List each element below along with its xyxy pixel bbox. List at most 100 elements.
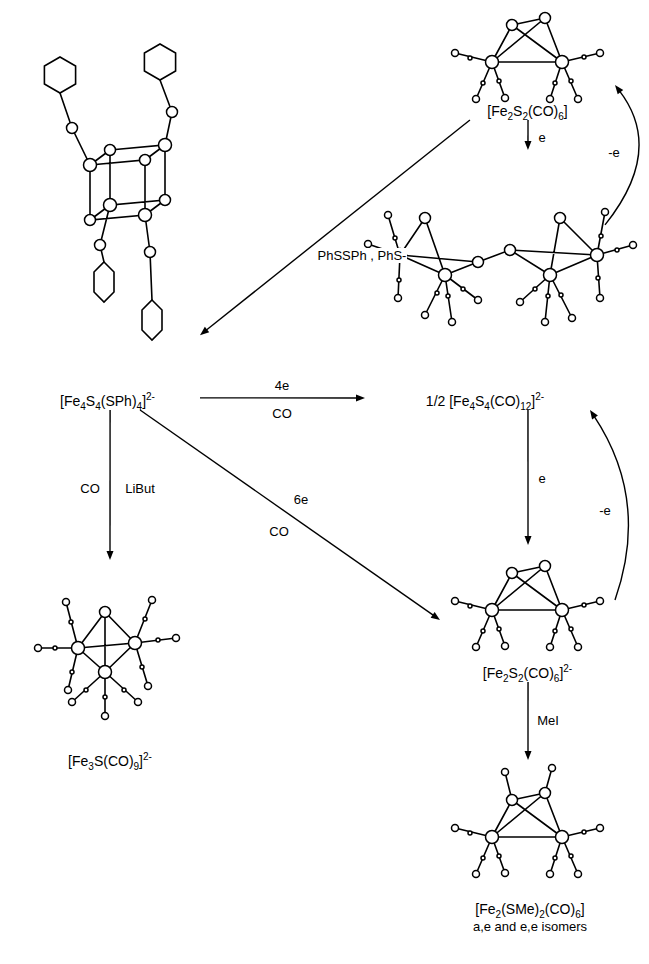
reaction-arrow [200, 120, 470, 335]
arrowhead [107, 551, 114, 560]
molecule-part [156, 638, 160, 642]
reagent-label: e [537, 471, 546, 486]
compound-node: [Fe2S2(CO)6] [440, 5, 615, 120]
molecule-part [38, 600, 176, 716]
arrow-line [605, 91, 639, 225]
reagent-label: -e [598, 503, 612, 518]
molecule-part [67, 123, 78, 134]
subscript: 6 [558, 111, 564, 122]
fe4s4co12-molecule [365, 209, 637, 326]
molecule-part [597, 295, 604, 302]
reaction-arrow [140, 410, 440, 620]
molecule-part [544, 269, 557, 282]
arrow-line [205, 120, 469, 331]
molecule-part [591, 249, 604, 262]
molecule-part [122, 688, 126, 692]
reaction-arrow [525, 682, 532, 760]
subscript: 2 [539, 909, 545, 920]
reaction-arrow [107, 410, 114, 560]
arrowhead [356, 395, 365, 402]
molecule-part [452, 561, 604, 651]
reaction-arrow [524, 120, 531, 150]
arrow-line [527, 120, 528, 143]
molecule-part [422, 312, 429, 319]
compound-formula: 1/2 [Fe4S4(CO)12]2- [424, 393, 546, 410]
molecule-part [140, 155, 151, 166]
molecule-part [452, 13, 604, 103]
subscript: 9 [134, 761, 140, 772]
arrow-line [200, 397, 358, 399]
arrowhead [525, 536, 532, 545]
arrow-line [527, 682, 528, 753]
molecule-part [65, 687, 72, 694]
molecule-part [135, 699, 142, 706]
subscript: 2 [522, 111, 528, 122]
molecule-part [173, 635, 180, 642]
molecule-part [395, 295, 402, 302]
molecule-part [599, 234, 603, 238]
charge-superscript: 2- [146, 391, 155, 402]
molecule-part [555, 213, 566, 224]
arrow-line [527, 410, 528, 538]
molecule-part [60, 80, 172, 300]
molecule-part [435, 291, 439, 295]
molecule-part [473, 257, 484, 268]
reaction-arrow [200, 395, 365, 402]
molecule-part [549, 765, 556, 772]
arrowhead [524, 141, 531, 150]
fe2s2co6-dianion-molecule [452, 561, 604, 651]
molecule-part [439, 269, 452, 282]
reagent-label: PhSSPh , PhS- [317, 248, 408, 263]
molecule-part [615, 248, 619, 252]
arrowhead [431, 612, 440, 620]
charge-superscript: 2- [535, 391, 544, 402]
molecule-part [145, 683, 152, 690]
compound-formula: [Fe3S(CO)9]2- [66, 753, 154, 770]
arrow-line [594, 416, 629, 600]
molecule-part [84, 688, 88, 692]
molecule-part [502, 769, 509, 776]
compound-formula: [Fe4S4(SPh)4]2- [58, 393, 157, 410]
reagent-label: 4e [274, 378, 290, 393]
molecule-part [385, 212, 392, 219]
molecule-part [167, 107, 178, 118]
subscript: 6 [554, 673, 560, 684]
compound-formula: [Fe2S2(CO)6]2- [481, 665, 574, 682]
reaction-arrow [605, 85, 639, 225]
molecule-part [449, 319, 456, 326]
arrowhead [615, 85, 623, 94]
reagent-label: CO [79, 481, 101, 496]
molecule-part [149, 597, 156, 604]
molecule-part [505, 245, 516, 256]
molecule-part [533, 287, 537, 291]
compound-note: a,e and e,e isomers [471, 918, 589, 935]
compound-node: [Fe2(SMe)2(CO)6]a,e and e,e isomers [420, 760, 640, 935]
molecule-part [368, 212, 633, 322]
reagent-label: MeI [536, 713, 560, 728]
molecule-part [602, 209, 609, 216]
molecule-part [99, 666, 112, 679]
molecule-part [397, 278, 401, 282]
molecule-part [461, 287, 465, 291]
subscript: 12 [520, 401, 531, 412]
molecule-part [95, 240, 106, 251]
arrowhead [200, 327, 209, 335]
subscript: 2 [503, 673, 509, 684]
molecule-part [452, 788, 604, 878]
molecule-part [393, 236, 397, 240]
subscript: 4 [484, 401, 490, 412]
compound-node: [Fe2S2(CO)6]2- [440, 545, 615, 682]
molecule-part [596, 276, 600, 280]
subscript: 6 [575, 909, 581, 920]
molecule-part [69, 699, 76, 706]
molecule-part [546, 294, 550, 298]
molecule-part [630, 242, 637, 249]
molecule-part [144, 44, 175, 80]
molecule-part [94, 262, 114, 302]
molecule-part [517, 299, 524, 306]
fe2sme2co6-molecule [452, 765, 604, 878]
reagent-label: LiBut [124, 481, 156, 496]
molecule-part [69, 620, 73, 624]
molecule-part [159, 139, 172, 152]
arrow-line [109, 410, 110, 553]
